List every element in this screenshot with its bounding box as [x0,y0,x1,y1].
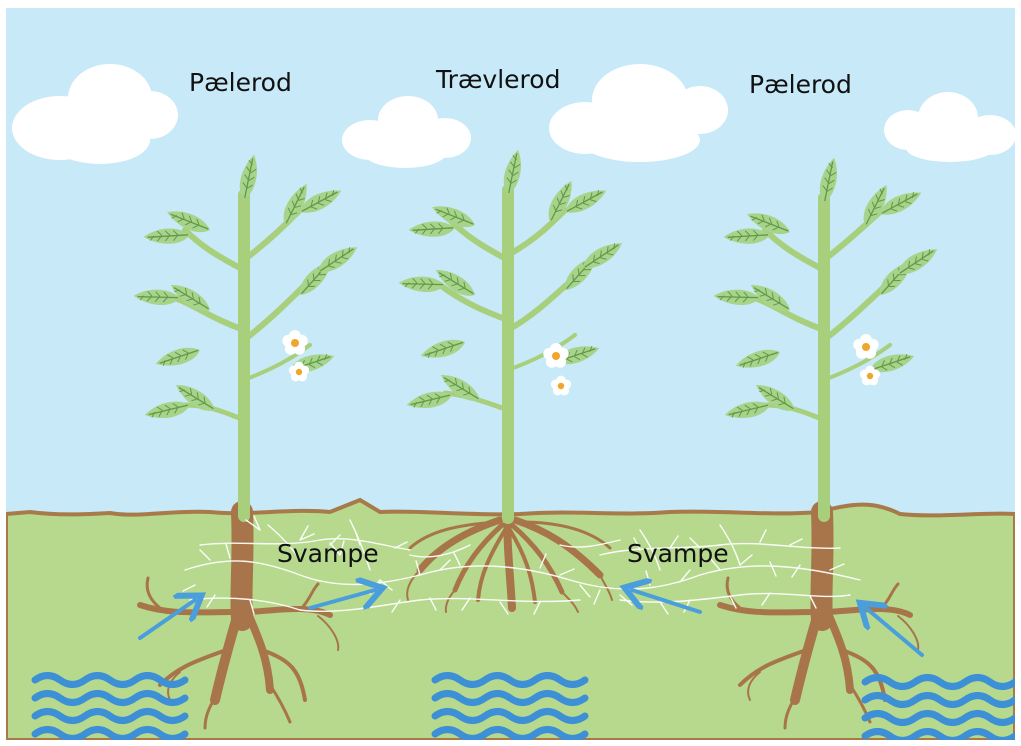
right-root-label: Pælerod [749,70,852,99]
fungi-label-left: Svampe [277,539,379,568]
middle-root-label: Trævlerod [435,65,560,94]
left-root-label: Pælerod [189,68,292,97]
fungi-label-right: Svampe [627,539,729,568]
